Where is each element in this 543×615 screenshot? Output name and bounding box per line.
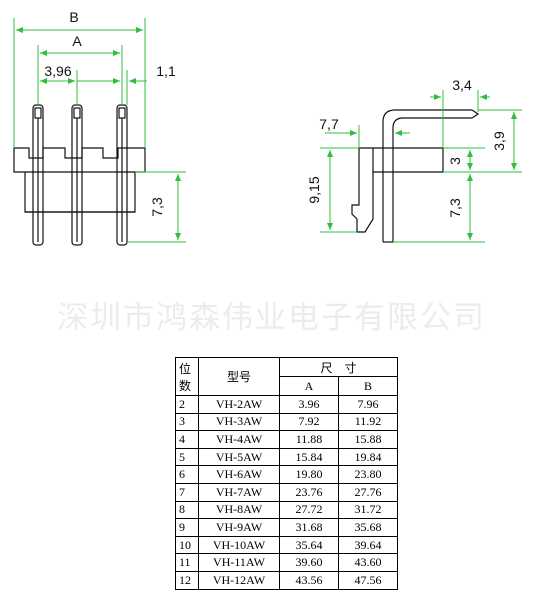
cell-b: 7.96 — [338, 395, 398, 414]
cell-a: 31.68 — [279, 518, 339, 537]
cell-b: 11.92 — [338, 412, 398, 432]
front-dimensions — [13, 18, 186, 243]
dim-width-label: 7,7 — [319, 116, 339, 132]
dim-b-label: B — [69, 9, 78, 25]
company-watermark: 深圳市鸿森伟业电子有限公司 — [57, 300, 486, 336]
cell-model: VH-9AW — [198, 518, 280, 537]
cell-n: 4 — [175, 430, 199, 449]
cell-n: 10 — [175, 535, 199, 555]
side-view — [351, 109, 480, 243]
header-position: 位数 — [175, 357, 199, 396]
cell-model: VH-12AW — [198, 570, 280, 590]
cell-n: 3 — [175, 412, 199, 432]
cell-model: VH-7AW — [198, 482, 280, 502]
cell-a: 27.72 — [279, 500, 339, 520]
header-model: 型号 — [198, 357, 280, 396]
cell-n: 12 — [175, 570, 199, 590]
cell-model: VH-11AW — [198, 553, 280, 572]
cell-b: 35.68 — [338, 518, 398, 537]
cell-n: 2 — [175, 395, 199, 414]
dim-height-label: 9,15 — [306, 176, 322, 203]
dim-side-pin-label: 7,3 — [447, 198, 463, 218]
cell-a: 19.80 — [279, 465, 339, 484]
cell-b: 23.80 — [338, 465, 398, 484]
cell-model: VH-10AW — [198, 535, 280, 555]
dim-bend-label: 3,4 — [452, 77, 472, 93]
cell-a: 15.84 — [279, 447, 339, 467]
cell-n: 7 — [175, 482, 199, 502]
cell-model: VH-4AW — [198, 430, 280, 449]
cell-b: 27.76 — [338, 482, 398, 502]
dim-upper-label: 3 — [447, 157, 463, 165]
cell-n: 11 — [175, 553, 199, 572]
cell-b: 43.60 — [338, 553, 398, 572]
cell-a: 23.76 — [279, 482, 339, 502]
cell-n: 5 — [175, 447, 199, 467]
dim-total-upper-label: 3,9 — [491, 131, 507, 151]
dim-offset-label: 1,1 — [156, 63, 176, 79]
cell-a: 39.60 — [279, 553, 339, 572]
cell-b: 19.84 — [338, 447, 398, 467]
dim-pitch-label: 3,96 — [44, 63, 71, 79]
cell-model: VH-2AW — [198, 395, 280, 414]
cell-model: VH-6AW — [198, 465, 280, 484]
technical-drawing: B A 3,96 1,1 7,3 3,4 7,7 — [13, 9, 522, 246]
table-header-row-1: 位数 型号 尺 寸 — [175, 357, 398, 396]
cell-model: VH-5AW — [198, 447, 280, 467]
header-size: 尺 寸 — [279, 357, 398, 377]
cell-model: VH-3AW — [198, 412, 280, 432]
cell-n: 6 — [175, 465, 199, 484]
table-header-row-2: A B — [176, 376, 398, 396]
cell-b: 47.56 — [338, 570, 398, 590]
dim-front-pin-label: 7,3 — [149, 197, 165, 217]
cell-b: 39.64 — [338, 535, 398, 555]
cell-a: 35.64 — [279, 535, 339, 555]
header-col-a: A — [279, 376, 339, 396]
cell-a: 11.88 — [279, 430, 339, 449]
cell-n: 8 — [175, 500, 199, 520]
dim-a-label: A — [72, 33, 82, 49]
cell-a: 7.92 — [279, 412, 339, 432]
header-col-b: B — [338, 376, 398, 396]
cell-b: 31.72 — [338, 500, 398, 520]
cell-b: 15.88 — [338, 430, 398, 449]
cell-a: 43.56 — [279, 570, 339, 590]
side-dimensions — [320, 90, 522, 243]
cell-model: VH-8AW — [198, 500, 280, 520]
cell-n: 9 — [175, 518, 199, 537]
cell-a: 3.96 — [279, 395, 339, 414]
front-pins — [32, 104, 128, 246]
front-view — [13, 104, 146, 246]
